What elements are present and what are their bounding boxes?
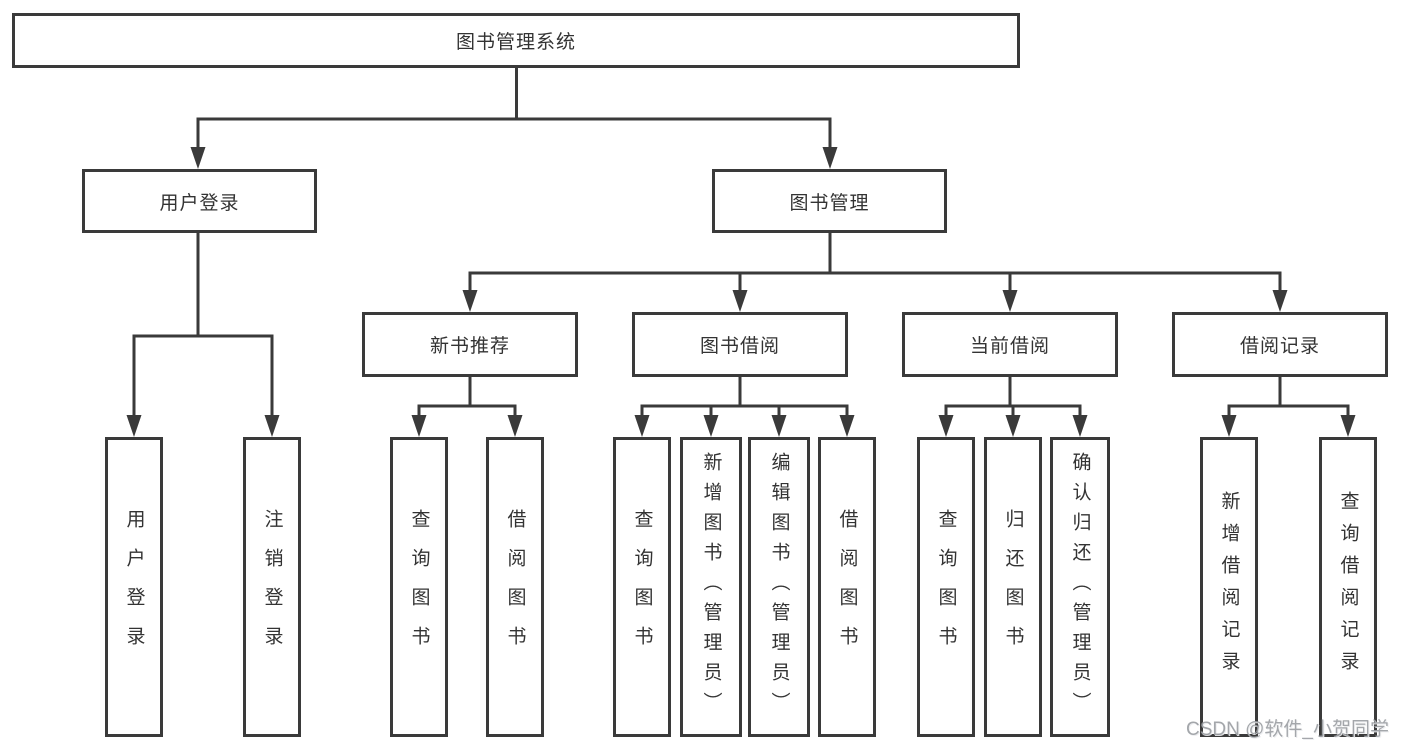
watermark: CSDN @软件_小贺同学 — [1186, 719, 1389, 740]
node-borrowing-records: 借阅记录 — [1172, 312, 1388, 377]
connector-stems — [132, 68, 1350, 418]
leaf-return-books: 归还图书 — [984, 437, 1042, 737]
node-label: 借阅记录 — [1239, 336, 1320, 357]
node-new-book-recommendation: 新书推荐 — [362, 312, 578, 377]
leaf-edit-book-admin: 编辑图书（管理员） — [748, 437, 810, 737]
leaf-borrow-books-recommend: 借阅图书 — [486, 437, 544, 737]
node-label: 新增借阅记录 — [1218, 491, 1240, 683]
node-label: 借阅图书 — [836, 509, 858, 665]
node-label: 图书管理系统 — [455, 32, 576, 53]
node-label: 新增图书（管理员） — [700, 452, 722, 722]
leaf-add-book-admin: 新增图书（管理员） — [680, 437, 742, 737]
leaf-user-login: 用户登录 — [105, 437, 163, 737]
node-label: 图书借阅 — [699, 336, 780, 357]
leaf-borrow-books: 借阅图书 — [818, 437, 876, 737]
node-label: 查询图书 — [631, 509, 653, 665]
leaf-logout: 注销登录 — [243, 437, 301, 737]
node-label: 确认归还（管理员） — [1069, 452, 1091, 722]
node-label: 查询图书 — [408, 509, 430, 665]
leaf-query-books-recommend: 查询图书 — [390, 437, 448, 737]
node-label: 注销登录 — [261, 509, 283, 665]
node-label: 查询图书 — [935, 509, 957, 665]
leaf-query-books-borrowing: 查询图书 — [613, 437, 671, 737]
node-root: 图书管理系统 — [12, 13, 1020, 68]
node-label: 归还图书 — [1002, 509, 1024, 665]
node-label: 查询借阅记录 — [1337, 491, 1359, 683]
leaf-query-borrow-record: 查询借阅记录 — [1319, 437, 1377, 737]
node-current-borrowing: 当前借阅 — [902, 312, 1118, 377]
arrowheads — [126, 147, 1356, 437]
node-label: 用户登录 — [123, 509, 145, 665]
node-book-management: 图书管理 — [712, 169, 947, 233]
leaf-query-books-current: 查询图书 — [917, 437, 975, 737]
node-label: 编辑图书（管理员） — [768, 452, 790, 722]
node-label: 借阅图书 — [504, 509, 526, 665]
leaf-add-borrow-record: 新增借阅记录 — [1200, 437, 1258, 737]
node-label: 图书管理 — [789, 192, 870, 214]
leaf-confirm-return-admin: 确认归还（管理员） — [1050, 437, 1110, 737]
node-book-borrowing: 图书借阅 — [632, 312, 848, 377]
node-user-login: 用户登录 — [82, 169, 317, 233]
node-label: 当前借阅 — [969, 336, 1050, 357]
node-label: 用户登录 — [159, 192, 240, 214]
node-label: 新书推荐 — [429, 336, 510, 357]
